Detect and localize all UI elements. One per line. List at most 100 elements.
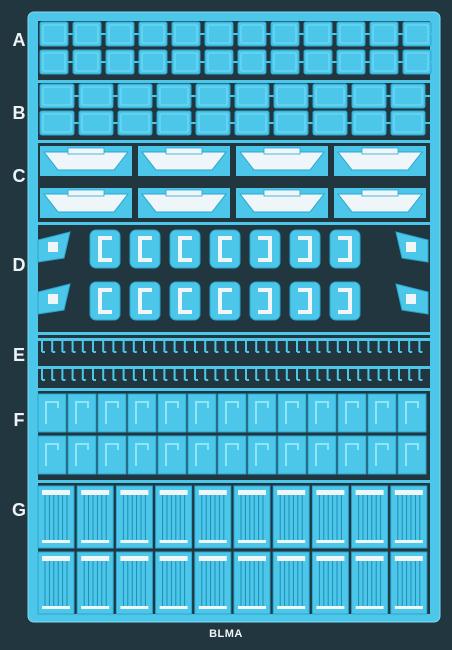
row-g-top-cell	[194, 485, 232, 549]
row-f-top-cell	[397, 393, 427, 433]
row-b-bottom-sprue	[74, 122, 79, 124]
row-f-bottom-l-shape	[315, 443, 329, 466]
row-e-bottom-grab-iron	[173, 369, 178, 381]
row-b-bottom-panel-inner	[354, 113, 384, 133]
row-a-bottom-sprue	[299, 61, 304, 63]
row-c-bottom-bracket-tab	[165, 189, 203, 197]
row-c-bottom-bracket-tab	[263, 189, 301, 197]
row-a-bottom-part	[336, 49, 370, 75]
row-b-bottom-part	[39, 110, 79, 136]
row-a-top-panel	[39, 21, 69, 47]
row-e-bottom-grab-iron	[214, 369, 219, 381]
row-e-bottom-grab-iron	[112, 369, 117, 381]
row-a-top-part	[270, 21, 304, 47]
row-e-bottom-spine	[38, 366, 430, 369]
row-e-bottom-grab-iron	[336, 369, 341, 381]
row-g-bottom-header	[42, 556, 70, 561]
row-g-top-footer	[355, 540, 384, 543]
row-e-bottom-grab-iron	[92, 369, 96, 381]
row-e-bottom-grab-iron	[347, 369, 351, 381]
row-c-bottom-bracket	[334, 188, 426, 218]
row-f-bottom-cell	[247, 435, 277, 475]
row-a-top-panel-inner	[141, 24, 165, 44]
row-c-top-bracket	[40, 146, 132, 176]
row-e-bottom-grab-iron	[377, 369, 382, 381]
row-a-bottom-panel-inner	[339, 52, 363, 72]
row-a-bottom-panel-inner	[240, 52, 264, 72]
row-a-bottom-panel	[369, 49, 399, 75]
row-f-bottom-bracket	[37, 435, 67, 475]
row-f-bottom-l-shape	[225, 443, 239, 466]
row-a-top-sprue	[68, 33, 73, 35]
row-a-bottom-panel	[39, 49, 69, 75]
row-b-bottom-panel-inner	[393, 113, 423, 133]
row-f-top-bracket	[67, 393, 97, 433]
row-e-bottom-grab-iron	[398, 369, 402, 381]
row-c-top-bracket	[236, 146, 328, 176]
row-e-bottom-grab-iron	[194, 369, 198, 381]
row-g-top-cell	[37, 485, 75, 549]
row-e-bottom-grab-iron	[153, 369, 158, 381]
row-g-bottom-cell	[311, 551, 349, 615]
row-g-bottom-footer	[316, 606, 345, 609]
carrier-rail-3	[34, 222, 434, 225]
row-e-bottom-grab-iron	[296, 369, 300, 381]
row-d-clip-body	[209, 229, 241, 269]
row-a-top-sprue	[299, 33, 304, 35]
row-d-clip-hook	[98, 236, 112, 262]
row-d-clip-body	[329, 281, 361, 321]
row-b-bottom-part	[351, 110, 391, 136]
row-a-bottom-sprue	[233, 61, 238, 63]
row-b-bottom-sprue	[230, 122, 235, 124]
row-g-top-header	[159, 490, 188, 495]
row-d-end-right-pad	[406, 294, 416, 304]
row-a-bottom-panel-inner	[207, 52, 231, 72]
row-g-bottom-comb	[351, 551, 389, 615]
row-b-top-sprue	[269, 95, 274, 97]
row-e-top-grab-iron	[194, 341, 198, 353]
row-f-bottom-l-shape	[285, 443, 299, 466]
row-a-top-part	[336, 21, 370, 47]
row-g-top-comb	[311, 485, 349, 549]
row-a-bottom-panel	[204, 49, 234, 75]
row-g-bottom-footer	[277, 606, 306, 609]
row-g-bottom-footer	[42, 606, 70, 609]
row-f-top-cell	[217, 393, 247, 433]
row-g-top-comb	[351, 485, 389, 549]
row-e-bottom-grab-iron	[255, 369, 260, 381]
row-g-top-header	[198, 490, 227, 495]
row-g-bottom-cell	[194, 551, 232, 615]
row-a-bottom-part	[72, 49, 106, 75]
row-d-clip-hook	[178, 236, 192, 262]
row-b-top-part	[156, 83, 196, 109]
row-g-top-comb	[76, 485, 114, 549]
row-a-bottom-sprue	[431, 61, 436, 63]
row-f-bottom-cell	[337, 435, 367, 475]
row-e-top-grab-iron	[183, 341, 188, 353]
row-d-clip-body	[289, 229, 321, 269]
row-f-top-cell	[247, 393, 277, 433]
row-e-bottom-grab-iron	[306, 369, 311, 381]
row-b-top-panel-inner	[354, 86, 384, 106]
row-a-top-panel	[369, 21, 399, 47]
row-d-clip-body	[129, 229, 161, 269]
row-g-bottom-header	[355, 556, 384, 561]
row-g-top-header	[355, 490, 384, 495]
row-g-top-cell	[76, 485, 114, 549]
row-g-top-header	[42, 490, 70, 495]
row-e-bottom-grab-iron	[61, 369, 66, 381]
row-f-bottom-bracket	[367, 435, 397, 475]
row-a-bottom-panel	[336, 49, 366, 75]
row-e-top-grab-iron	[377, 341, 382, 353]
row-g-top-footer	[394, 540, 423, 543]
row-label-f: F	[13, 410, 25, 430]
row-a-top-panel-inner	[207, 24, 231, 44]
carrier-rail-6	[34, 480, 434, 483]
row-d-clip	[89, 281, 121, 321]
row-e-top-grab-iron	[316, 341, 321, 353]
row-g-top-cell	[233, 485, 271, 549]
row-g-bottom-cell	[272, 551, 310, 615]
row-g-top-footer	[81, 540, 110, 543]
row-label-c: C	[12, 166, 26, 186]
row-d-clip-hook	[258, 288, 272, 314]
